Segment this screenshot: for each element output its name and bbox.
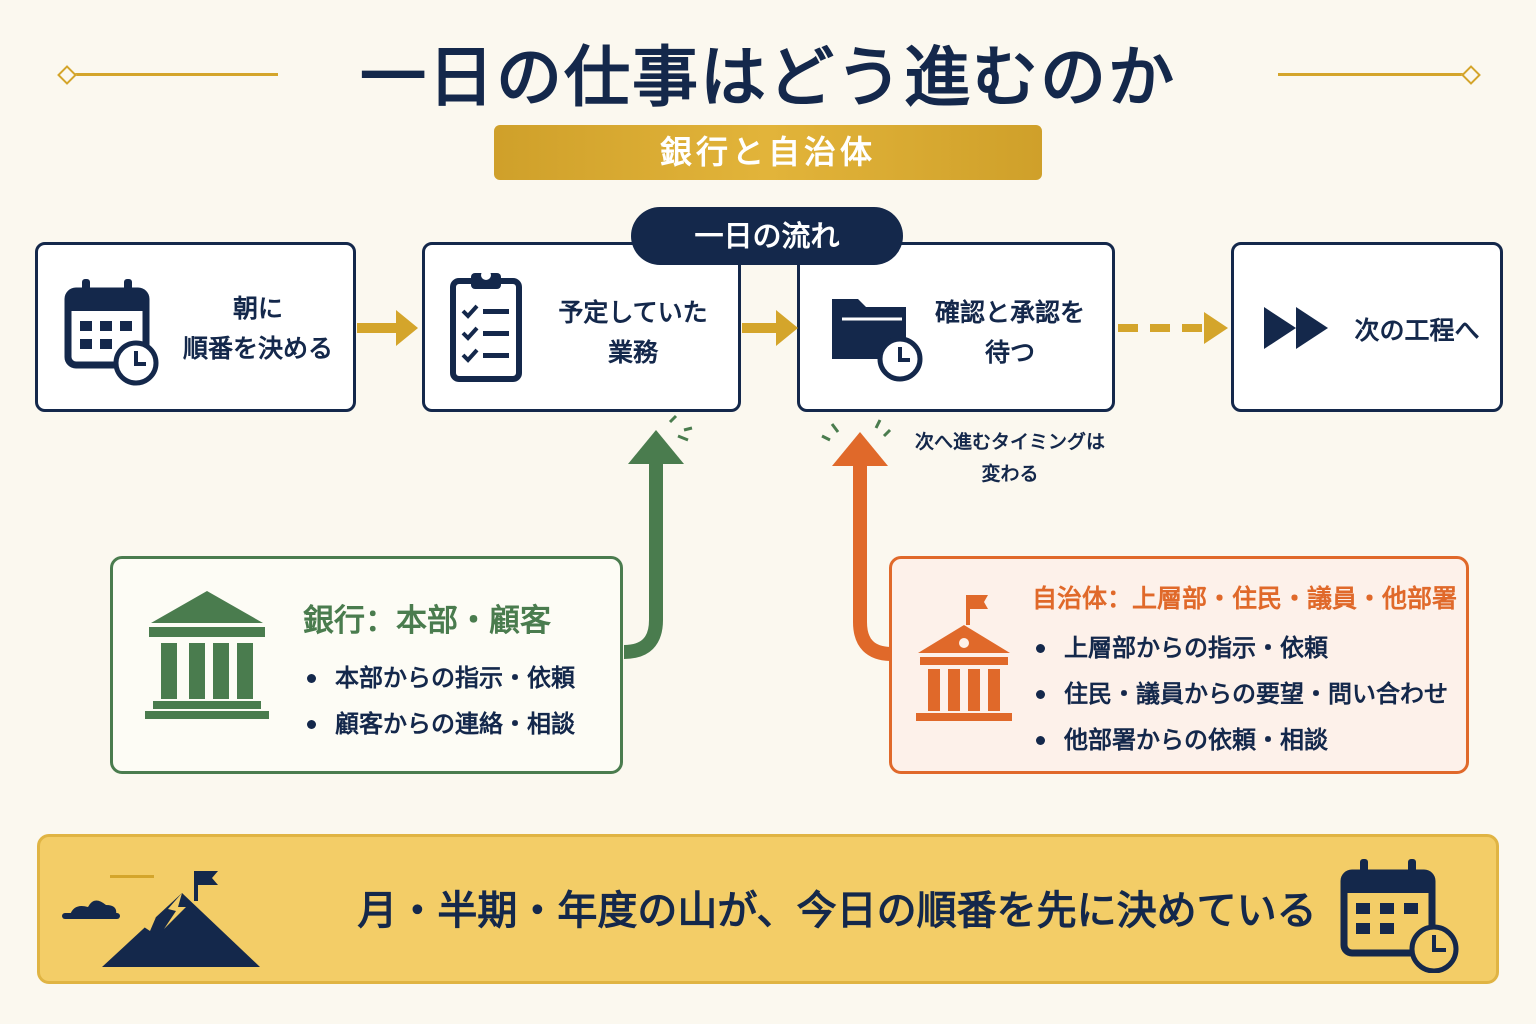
bank-arrow [623, 414, 693, 659]
list-item: 本部からの指示・依頼 [307, 655, 575, 701]
flow-step-1-line-2: 順番を決める [182, 334, 333, 363]
subtitle-badge: 銀行と自治体 [494, 125, 1042, 180]
flow-step-4: 次の工程へ [1231, 242, 1503, 412]
page-title: 一日の仕事はどう進むのか [360, 39, 1176, 116]
municipality-source-box: 自治体：上層部・住民・議員・他部署 上層部からの指示・依頼 住民・議員からの要望… [889, 556, 1469, 774]
folder-clock-icon [828, 289, 924, 385]
flow-step-2-line-1: 予定していた [558, 298, 708, 327]
flow-step-2-line-2: 業務 [607, 338, 658, 367]
list-item: 顧客からの連絡・相談 [307, 701, 575, 747]
flow-step-4-label: 次の工程へ [1342, 311, 1492, 351]
mountain-flag-icon [60, 853, 270, 973]
flow-step-2-label: 予定していた 業務 [543, 293, 723, 373]
flow-step-1-line-1: 朝に [232, 294, 283, 323]
flow-step-3-line-1: 確認と承認を [934, 298, 1085, 327]
flow-step-4-line-1: 次の工程へ [1354, 316, 1480, 345]
municipality-source-list: 上層部からの指示・依頼 住民・議員からの要望・問い合わせ 他部署からの依頼・相談 [1036, 625, 1448, 763]
bank-source-list: 本部からの指示・依頼 顧客からの連絡・相談 [307, 655, 575, 747]
bank-building-icon [145, 589, 269, 719]
flow-step-1-label: 朝に 順番を決める [168, 289, 348, 369]
title-rule-right [1278, 73, 1468, 76]
flow-step-2: 予定していた 業務 [422, 242, 741, 412]
bottom-banner: 月・半期・年度の山が、今日の順番を先に決めている [37, 834, 1499, 984]
banner-text: 月・半期・年度の山が、今日の順番を先に決めている [357, 888, 1317, 934]
bank-source-box: 銀行：本部・顧客 本部からの指示・依頼 顧客からの連絡・相談 [110, 556, 623, 774]
bank-source-title: 銀行：本部・顧客 [303, 603, 551, 639]
timing-note-line-1: 次へ進むタイミングは [914, 431, 1105, 453]
city-hall-icon [914, 591, 1014, 723]
calendar-clock-icon [62, 275, 162, 387]
flow-label: 一日の流れ [631, 207, 903, 265]
arrow-2-3 [742, 310, 798, 346]
flow-step-3-line-2: 待つ [984, 338, 1035, 367]
title-rule-left [70, 73, 278, 76]
list-item: 他部署からの依頼・相談 [1036, 717, 1448, 763]
flow-step-3: 確認と承認を 待つ [797, 242, 1115, 412]
clipboard-checklist-icon [447, 267, 527, 387]
arrow-3-4-dashed [1118, 312, 1228, 344]
municipality-source-title: 自治体：上層部・住民・議員・他部署 [1032, 584, 1458, 613]
fast-forward-icon [1262, 305, 1332, 351]
banner-calendar-clock-icon [1340, 857, 1464, 973]
flow-step-3-label: 確認と承認を 待つ [920, 293, 1100, 373]
list-item: 上層部からの指示・依頼 [1036, 625, 1448, 671]
municipality-arrow [821, 419, 893, 661]
arrow-1-2 [357, 310, 418, 346]
list-item: 住民・議員からの要望・問い合わせ [1036, 671, 1448, 717]
timing-note: 次へ進むタイミングは 変わる [900, 426, 1120, 490]
timing-note-line-2: 変わる [981, 463, 1039, 485]
flow-step-1: 朝に 順番を決める [35, 242, 356, 412]
